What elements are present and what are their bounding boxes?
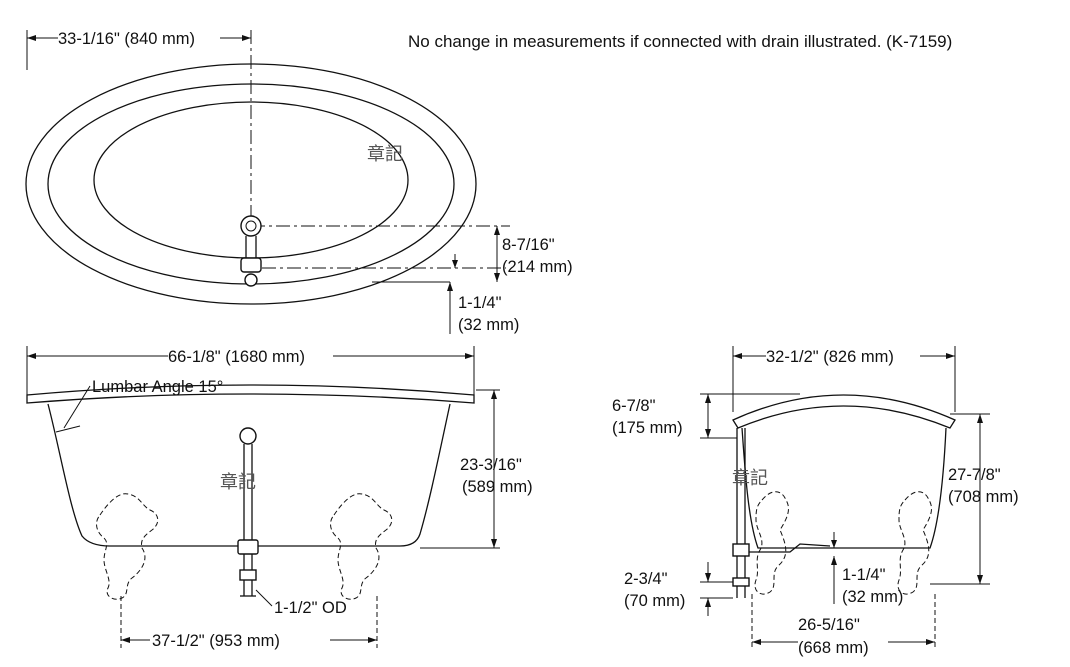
- od-leader: [255, 589, 273, 607]
- arrow-icon: [705, 573, 711, 582]
- arrow-icon: [27, 35, 36, 41]
- arrow-icon: [705, 394, 711, 403]
- arrow-icon: [494, 273, 500, 282]
- drain-outlet-icon: [244, 273, 258, 287]
- overflow-fitting-icon: [240, 257, 262, 273]
- drain-offset-label-b: (214 mm): [502, 258, 573, 276]
- side-view: 66-1/8" (1680 mm) Lumbar Angle 15° 章記 23…: [26, 346, 533, 650]
- arrow-icon: [121, 637, 130, 643]
- side-feet-spacing-label: 37-1/2" (953 mm): [152, 632, 280, 650]
- arrow-icon: [977, 575, 983, 584]
- arrow-icon: [705, 598, 711, 607]
- end-left-foot: [754, 491, 789, 595]
- drain-offset-label-a: 8-7/16": [502, 236, 555, 254]
- end-feet-spacing-label-a: 26-5/16": [798, 616, 860, 634]
- end-drain-trap-icon: [732, 577, 750, 587]
- arrow-icon: [447, 282, 453, 291]
- arrow-icon: [733, 353, 742, 359]
- rim-gap-label-b: (32 mm): [458, 316, 519, 334]
- lumbar-leader: [63, 385, 91, 429]
- side-height-label-b: (589 mm): [462, 478, 533, 496]
- end-view: 32-1/2" (826 mm) 章記 6-7/8" (175 mm) 27-7…: [612, 346, 1019, 657]
- backrest-label-a: 6-7/8": [612, 397, 656, 415]
- arrow-icon: [926, 639, 935, 645]
- side-length-label: 66-1/8" (1680 mm): [168, 348, 305, 366]
- end-tub-body: [741, 427, 947, 549]
- arrow-icon: [977, 414, 983, 423]
- tub-rim: [26, 384, 475, 404]
- total-height-label-a: 27-7/8": [948, 466, 1001, 484]
- right-foot: [330, 493, 393, 600]
- overflow-icon: [239, 427, 257, 445]
- rim-gap-label-a: 1-1/4": [458, 294, 502, 312]
- end-right-foot: [897, 491, 932, 595]
- top-view: 33-1/16" (840 mm) 章記 8-7/16" (214 mm) 1-…: [25, 30, 573, 334]
- watermark: 章記: [367, 144, 403, 165]
- watermark: 章記: [220, 472, 256, 493]
- arrow-icon: [27, 353, 36, 359]
- watermark: 章記: [732, 468, 768, 489]
- pipe-offset-label-b: (32 mm): [842, 588, 903, 606]
- end-width-label: 32-1/2" (826 mm): [766, 348, 894, 366]
- arrow-icon: [705, 429, 711, 438]
- arrow-icon: [465, 353, 474, 359]
- drain-trap-icon: [239, 569, 257, 581]
- drain-inner-icon: [245, 220, 257, 232]
- left-foot: [96, 493, 159, 600]
- pipe-offset-label-a: 1-1/4": [842, 566, 886, 584]
- drain-icon: [240, 215, 262, 237]
- arrow-icon: [831, 556, 837, 565]
- arrow-icon: [242, 35, 251, 41]
- end-feet-spacing-label-b: (668 mm): [798, 639, 869, 657]
- arrow-icon: [831, 540, 837, 548]
- drain-fitting-icon: [237, 539, 259, 555]
- total-height-label-b: (708 mm): [948, 488, 1019, 506]
- arrow-icon: [491, 539, 497, 548]
- end-drain-fitting-icon: [732, 543, 750, 557]
- arrow-icon: [752, 639, 761, 645]
- arrow-icon: [368, 637, 377, 643]
- drain-height-label-b: (70 mm): [624, 592, 685, 610]
- lumbar-tick: [55, 425, 81, 433]
- lumbar-label: Lumbar Angle 15°: [92, 378, 223, 396]
- arrow-icon: [946, 353, 955, 359]
- drain-height-label-a: 2-3/4": [624, 570, 668, 588]
- side-height-label-a: 23-3/16": [460, 456, 522, 474]
- backrest-label-b: (175 mm): [612, 419, 683, 437]
- top-width-label: 33-1/16" (840 mm): [58, 30, 195, 48]
- arrow-icon: [452, 260, 458, 268]
- drain-od-label: 1-1/2" OD: [274, 599, 347, 617]
- arrow-icon: [491, 390, 497, 399]
- arrow-icon: [494, 226, 500, 235]
- end-tub-rim: [732, 394, 956, 429]
- header-note: No change in measurements if connected w…: [408, 32, 952, 51]
